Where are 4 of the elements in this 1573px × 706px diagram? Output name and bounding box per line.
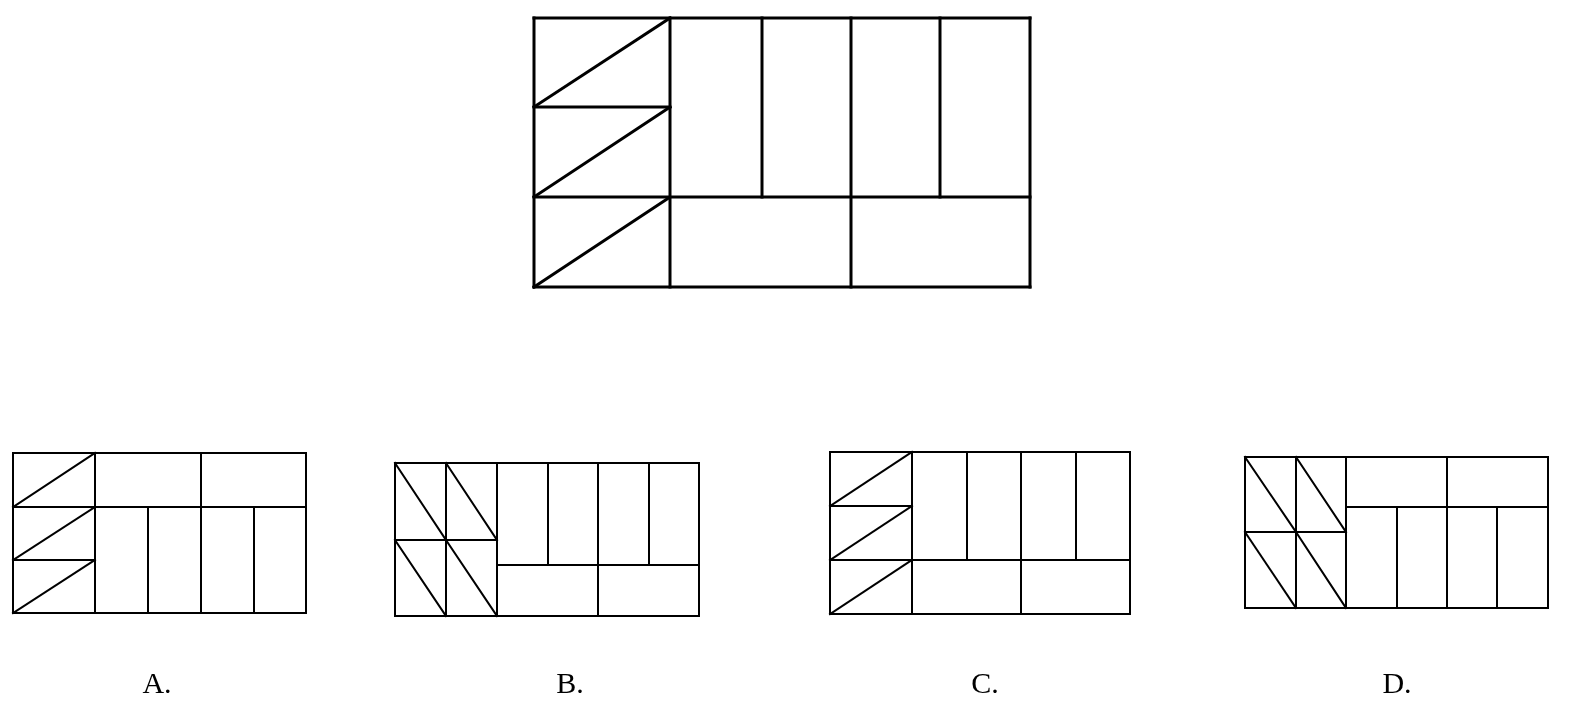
option-label: A. [142, 668, 172, 698]
option-label: C. [971, 668, 999, 698]
option-label: B. [556, 668, 584, 698]
option-label: D. [1382, 668, 1412, 698]
